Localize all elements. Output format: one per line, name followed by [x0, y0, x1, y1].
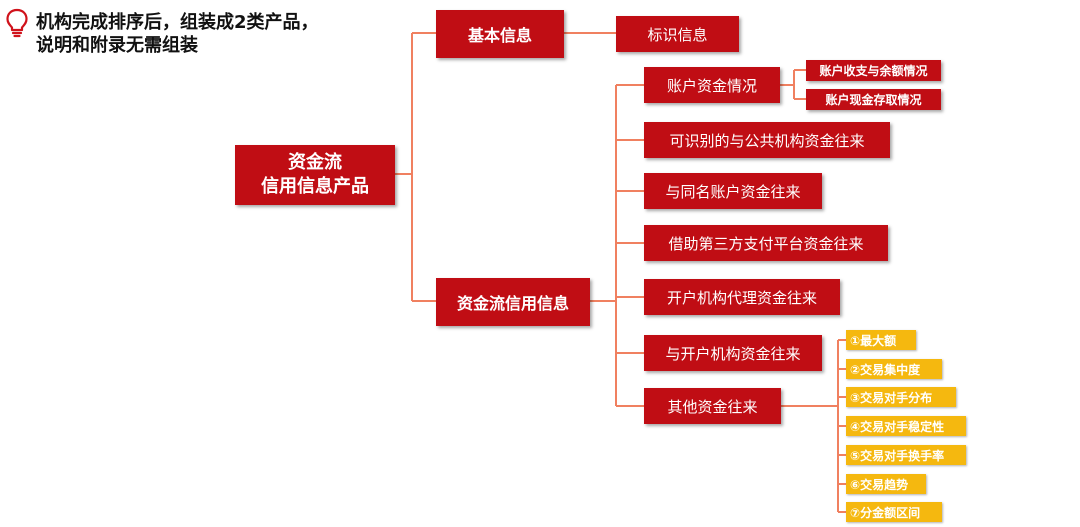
item-account-funds: 账户资金情况: [644, 67, 780, 103]
metric-trend: ⑥交易趋势: [846, 474, 926, 494]
lightbulb-icon: [6, 8, 28, 38]
metric-concentration: ②交易集中度: [846, 359, 942, 379]
root-line-1: 资金流: [288, 152, 342, 173]
metric-max-amount: ①最大额: [846, 330, 916, 350]
item-agent-funds: 开户机构代理资金往来: [644, 279, 840, 315]
heading-line-1: 机构完成排序后，组装成2类产品，: [36, 12, 319, 33]
item-same-name-account-funds: 与同名账户资金往来: [644, 173, 822, 209]
subitem-income-balance: 账户收支与余额情况: [806, 60, 941, 81]
cashflow-info-node: 资金流信用信息: [436, 278, 590, 326]
page-heading: 机构完成排序后，组装成2类产品， 说明和附录无需组装: [36, 11, 319, 57]
metric-counterparty-stability: ④交易对手稳定性: [846, 416, 966, 436]
metric-amount-range: ⑦分金额区间: [846, 502, 942, 522]
heading-line-2: 说明和附录无需组装: [36, 35, 198, 56]
identity-info-node: 标识信息: [616, 16, 739, 52]
root-node: 资金流 信用信息产品: [235, 145, 395, 205]
metric-counterparty-distribution: ③交易对手分布: [846, 387, 956, 407]
item-bank-funds: 与开户机构资金往来: [644, 335, 822, 371]
item-third-party-platform-funds: 借助第三方支付平台资金往来: [644, 225, 888, 261]
basic-info-node: 基本信息: [436, 10, 564, 58]
metric-counterparty-turnover: ⑤交易对手换手率: [846, 445, 966, 465]
root-line-2: 信用信息产品: [261, 176, 369, 197]
subitem-cash-deposit-withdrawal: 账户现金存取情况: [806, 89, 941, 110]
item-other-funds: 其他资金往来: [644, 388, 781, 424]
item-public-institution-funds: 可识别的与公共机构资金往来: [644, 122, 890, 158]
